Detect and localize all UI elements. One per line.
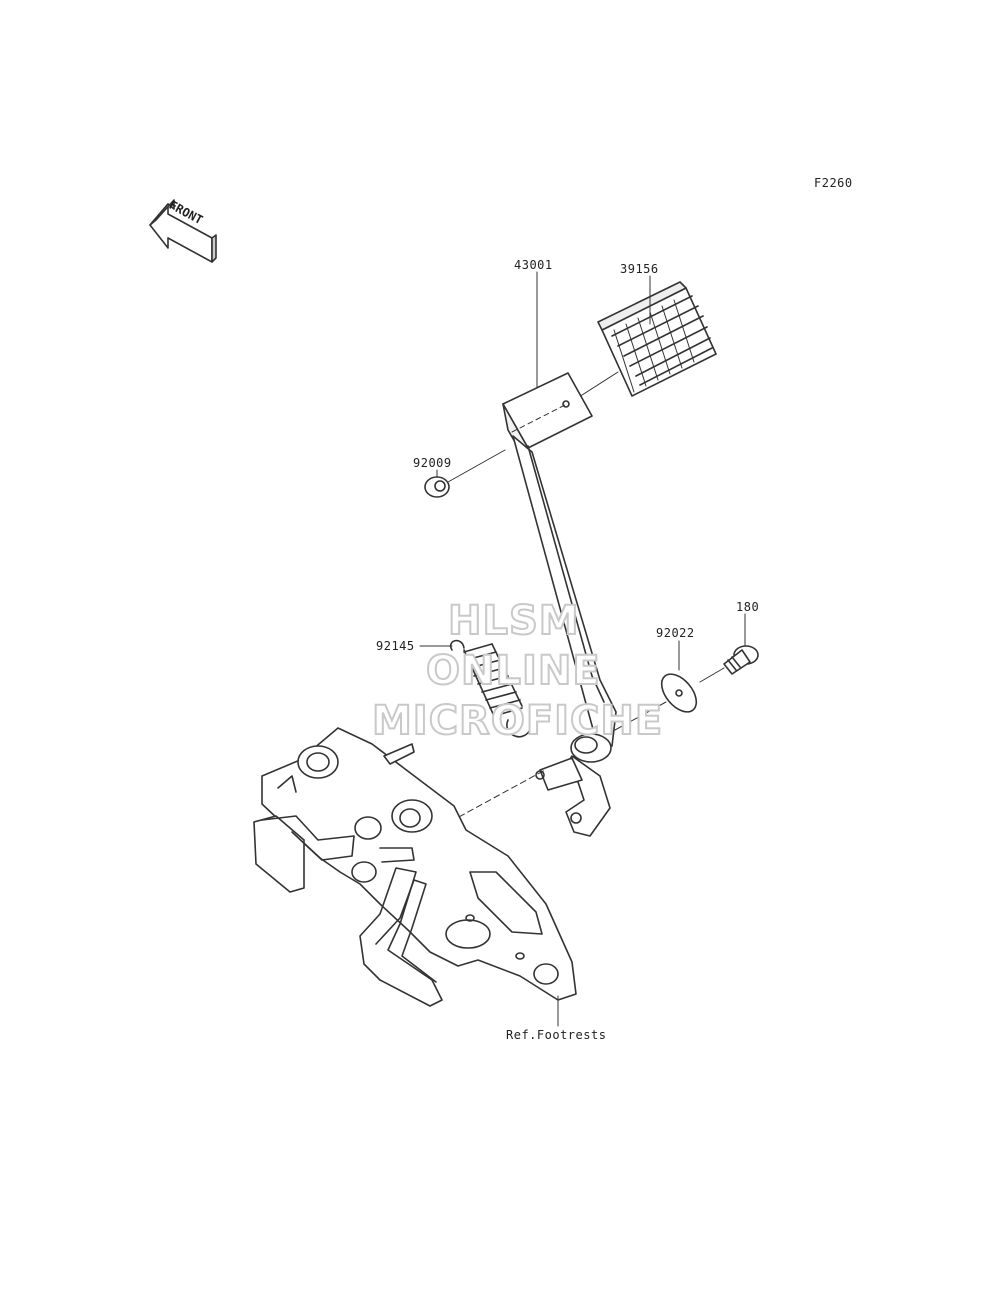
footrest-bracket (253, 727, 577, 1007)
watermark-line-2: ONLINE (425, 647, 601, 695)
diagram-code: F2260 (814, 176, 853, 190)
part-label-180: 180 (736, 600, 760, 614)
part-label-92145: 92145 (376, 639, 415, 653)
part-label-92022: 92022 (656, 626, 695, 640)
nut-92009 (424, 449, 506, 498)
pedal-rubber-pad (597, 281, 717, 397)
leader-lines (419, 271, 746, 1027)
front-arrow-icon: FRONT (149, 198, 217, 263)
part-label-39156: 39156 (620, 262, 659, 276)
brake-pedal-plate (502, 372, 593, 474)
bolt-180 (699, 645, 759, 683)
return-spring (449, 639, 531, 738)
part-label-43001: 43001 (514, 258, 553, 272)
reference-note: Ref.Footrests (506, 1028, 607, 1042)
part-label-92009: 92009 (413, 456, 452, 470)
watermark-line-3: MICROFICHE (371, 697, 664, 745)
watermark-line-1: HLSM (447, 597, 580, 645)
brake-pedal-arm (512, 435, 617, 837)
washer-92022 (614, 673, 698, 731)
